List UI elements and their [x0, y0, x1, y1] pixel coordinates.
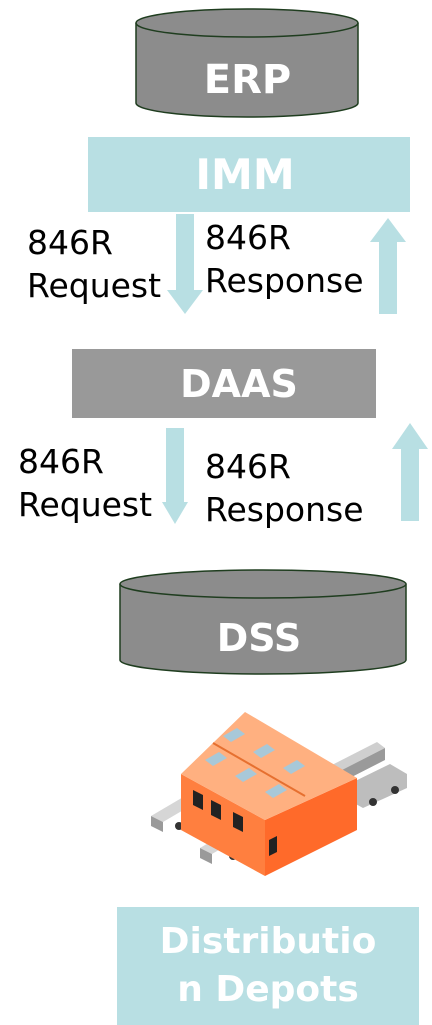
distribution-depots-box: Distributio n Depots [117, 907, 419, 1025]
daas-label: DAAS [180, 361, 298, 406]
dss-label: DSS [216, 616, 302, 660]
erp-database: ERP [130, 5, 365, 123]
request-label-2: 846R Request [18, 440, 152, 526]
dss-database: DSS [114, 566, 412, 681]
response-arrow-up-1 [370, 218, 406, 314]
response-text-2: Response [205, 490, 364, 529]
response-code-1: 846R [205, 218, 291, 257]
erp-cylinder-shape [135, 8, 359, 118]
request-code-1: 846R [27, 223, 113, 262]
request-text-2: Request [18, 485, 153, 524]
daas-box: DAAS [72, 349, 376, 418]
request-code-2: 846R [18, 442, 104, 481]
imm-box: IMM [88, 137, 410, 212]
warehouse-icon [151, 712, 407, 876]
request-label-1: 846R Request [27, 221, 161, 307]
response-label-2: 846R Response [205, 445, 364, 531]
response-code-2: 846R [205, 447, 291, 486]
dss-cylinder-shape [119, 569, 407, 675]
distribution-depots-label: Distributio n Depots [160, 918, 377, 1014]
erp-label: ERP [203, 57, 292, 103]
request-arrow-down-2 [162, 428, 188, 524]
depots-label-line-1: Distributio [159, 921, 377, 962]
response-label-1: 846R Response [205, 216, 364, 302]
depots-label-line-2: n Depots [177, 969, 359, 1010]
response-text-1: Response [205, 261, 364, 300]
imm-label: IMM [195, 150, 295, 199]
request-text-1: Request [27, 266, 162, 305]
response-arrow-up-2 [392, 423, 428, 521]
request-arrow-down-1 [167, 214, 203, 314]
